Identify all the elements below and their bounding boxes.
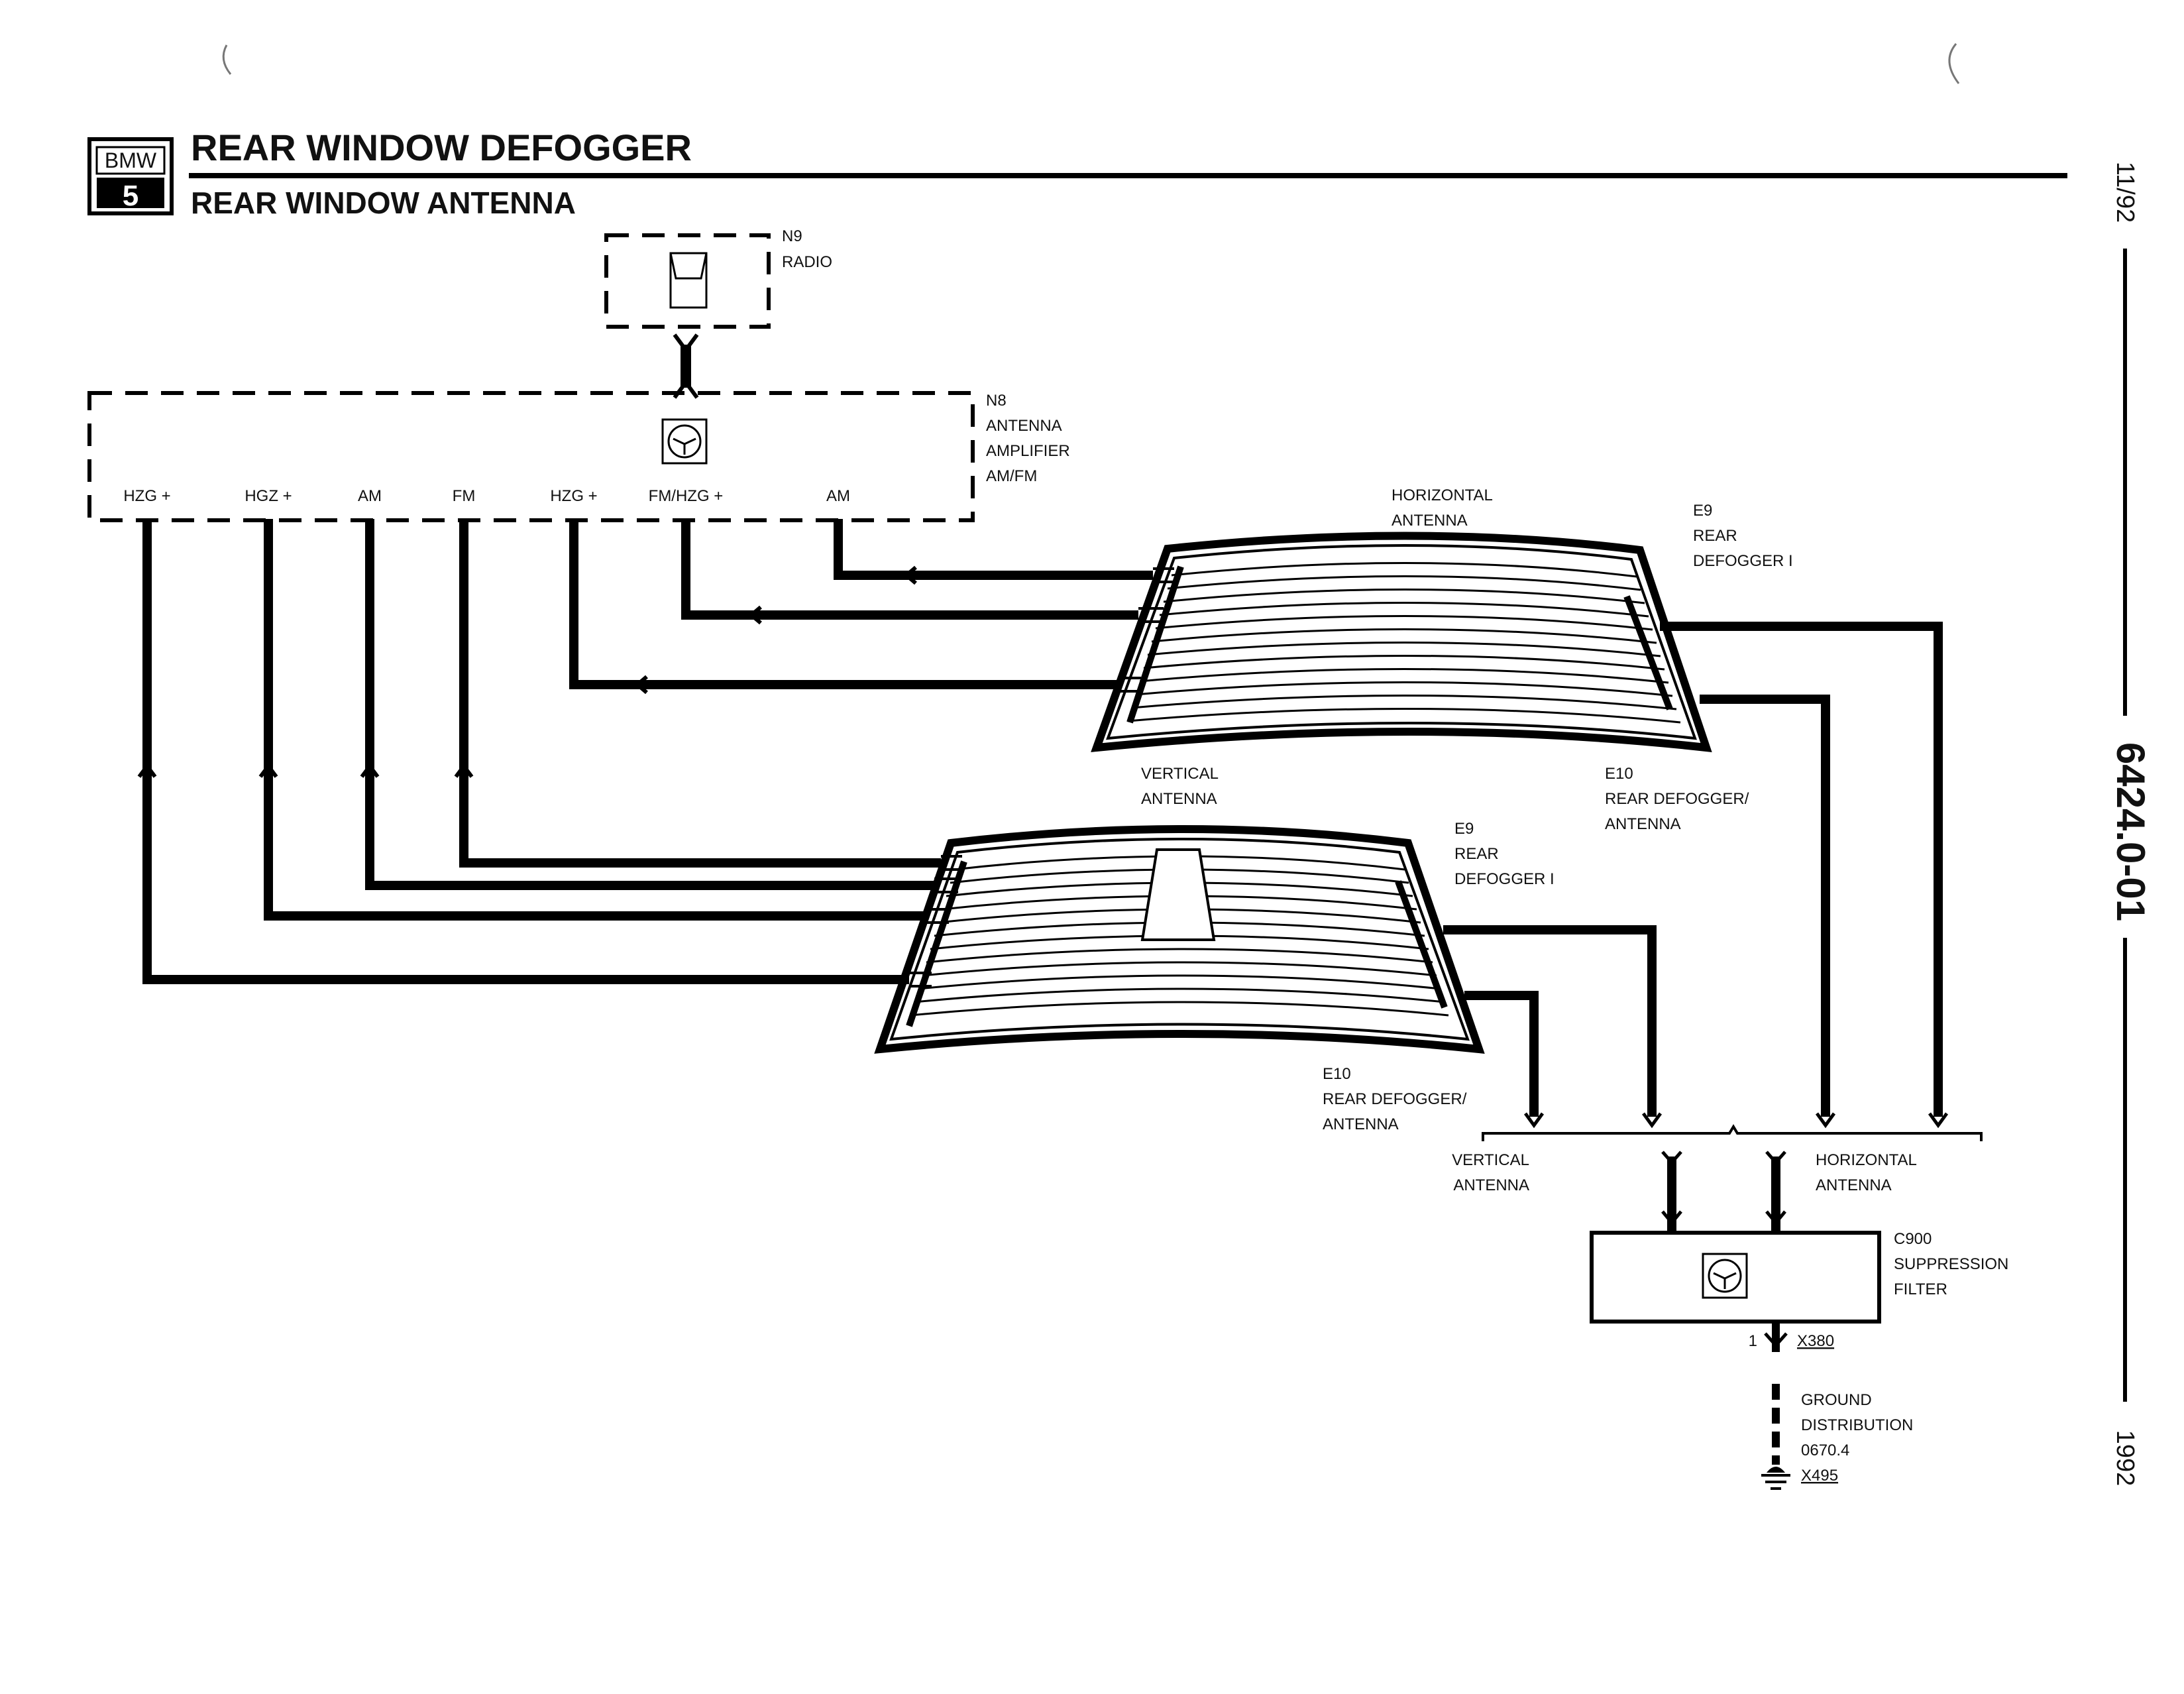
vertical-antenna-wires xyxy=(137,519,962,988)
lower-e9-id: E9 xyxy=(1454,820,1474,838)
wire-hzg-horizontal xyxy=(569,519,1120,689)
ground-icon xyxy=(1761,1467,1790,1490)
pin-hzg-1: HZG + xyxy=(123,487,170,505)
lower-e10-line2: ANTENNA xyxy=(1323,1115,1399,1133)
amplifier-icon xyxy=(661,418,708,465)
amplifier-id: N8 xyxy=(986,392,1007,410)
wire-hgz-vertical xyxy=(264,519,926,921)
horizontal-antenna-wires xyxy=(569,519,1174,695)
vertical-antenna-label-2: ANTENNA xyxy=(1141,790,1217,808)
filter-name-2: FILTER xyxy=(1894,1280,1947,1298)
scan-marks xyxy=(222,43,1960,84)
page-title: REAR WINDOW DEFOGGER xyxy=(191,127,692,168)
logo-brand: BMW xyxy=(105,148,157,172)
wire-bundle-brace xyxy=(1482,1124,1983,1141)
wire-hzg-vertical xyxy=(142,519,909,984)
ground-line-2: DISTRIBUTION xyxy=(1801,1416,1913,1434)
lower-e10-id: E10 xyxy=(1323,1065,1351,1083)
horizontal-antenna-label-1: HORIZONTAL xyxy=(1392,486,1493,504)
lower-e9-line1: REAR xyxy=(1454,845,1499,863)
vertical-antenna-element xyxy=(1140,848,1216,941)
filter-pin: 1 xyxy=(1749,1332,1757,1350)
upper-e9-id: E9 xyxy=(1693,502,1712,520)
side-margin: 11/92 6424.0-01 1992 xyxy=(2108,162,2153,1486)
wire-fm-hzg-horizontal xyxy=(681,519,1138,620)
pin-fm-hzg: FM/HZG + xyxy=(649,487,724,505)
pin-am-1: AM xyxy=(358,487,382,505)
wire-lower-e10 xyxy=(1464,991,1539,1117)
radio-icon xyxy=(669,252,708,309)
wire-upper-e10 xyxy=(1700,695,1830,1117)
radio-amplifier-link xyxy=(673,333,699,399)
amplifier-name-1: ANTENNA xyxy=(986,417,1062,435)
vertical-window-busbars xyxy=(906,860,1448,1027)
filter-connector: X380 xyxy=(1797,1332,1834,1350)
filter-horizontal-label-2: ANTENNA xyxy=(1816,1176,1892,1194)
horizontal-antenna-window: HORIZONTAL ANTENNA E9 REAR DEFOGGER I E1… xyxy=(1091,486,1793,833)
page-subtitle: REAR WINDOW ANTENNA xyxy=(191,186,576,220)
upper-e10-line1: REAR DEFOGGER/ xyxy=(1605,790,1749,808)
pin-fm: FM xyxy=(453,487,476,505)
horizontal-antenna-label-2: ANTENNA xyxy=(1392,512,1468,530)
pin-am-2: AM xyxy=(826,487,850,505)
logo-series: 5 xyxy=(123,180,138,212)
wire-lower-e9 xyxy=(1443,925,1657,1117)
filter-icon xyxy=(1702,1253,1748,1299)
pin-hzg-2: HZG + xyxy=(550,487,597,505)
upper-e10-id: E10 xyxy=(1605,765,1633,783)
vertical-antenna-label-1: VERTICAL xyxy=(1141,765,1219,783)
side-year: 1992 xyxy=(2111,1430,2139,1487)
vertical-antenna-window: VERTICAL ANTENNA E9 REAR DEFOGGER I E10 … xyxy=(874,765,1555,1133)
ground-ref: 0670.4 xyxy=(1801,1441,1849,1459)
horizontal-window-busbars xyxy=(1126,565,1673,724)
filter-horizontal-label-1: HORIZONTAL xyxy=(1816,1151,1917,1169)
radio-n9: N9 RADIO xyxy=(604,227,832,329)
upper-e10-line2: ANTENNA xyxy=(1605,815,1681,833)
filter-vertical-label-2: ANTENNA xyxy=(1453,1176,1529,1194)
side-doc-number: 6424.0-01 xyxy=(2108,742,2153,921)
upper-e9-line2: DEFOGGER I xyxy=(1693,552,1793,570)
lower-e10-line1: REAR DEFOGGER/ xyxy=(1323,1090,1467,1108)
wire-am-horizontal xyxy=(834,519,1153,580)
wire-fm-vertical xyxy=(459,519,941,868)
amplifier-name-3: AM/FM xyxy=(986,467,1037,485)
suppression-filter-c900: VERTICAL ANTENNA HORIZONTAL ANTENNA C900… xyxy=(1452,1151,2008,1352)
filter-name-1: SUPPRESSION xyxy=(1894,1255,2008,1273)
antenna-amplifier-n8: N8 ANTENNA AMPLIFIER AM/FM HZG + HGZ + A… xyxy=(87,391,1070,522)
ground-distribution: GROUND DISTRIBUTION 0670.4 X495 xyxy=(1761,1384,1913,1490)
radio-id: N9 xyxy=(782,227,802,245)
radio-name: RADIO xyxy=(782,253,832,271)
upper-e9-line1: REAR xyxy=(1693,527,1737,545)
ground-line-1: GROUND xyxy=(1801,1391,1872,1409)
wire-upper-e9 xyxy=(1660,622,1943,1117)
filter-vertical-label-1: VERTICAL xyxy=(1452,1151,1529,1169)
bmw-logo: BMW 5 xyxy=(87,137,174,215)
filter-id: C900 xyxy=(1894,1230,1932,1248)
wire-am-vertical xyxy=(365,519,934,890)
horizontal-window-grid xyxy=(1127,561,1681,724)
lower-e9-line2: DEFOGGER I xyxy=(1454,870,1555,888)
ground-connector: X495 xyxy=(1801,1467,1838,1485)
side-date: 11/92 xyxy=(2111,162,2139,223)
defogger-to-filter-wires xyxy=(1443,622,1983,1141)
amplifier-name-2: AMPLIFIER xyxy=(986,442,1070,460)
pin-hgz: HGZ + xyxy=(245,487,292,505)
